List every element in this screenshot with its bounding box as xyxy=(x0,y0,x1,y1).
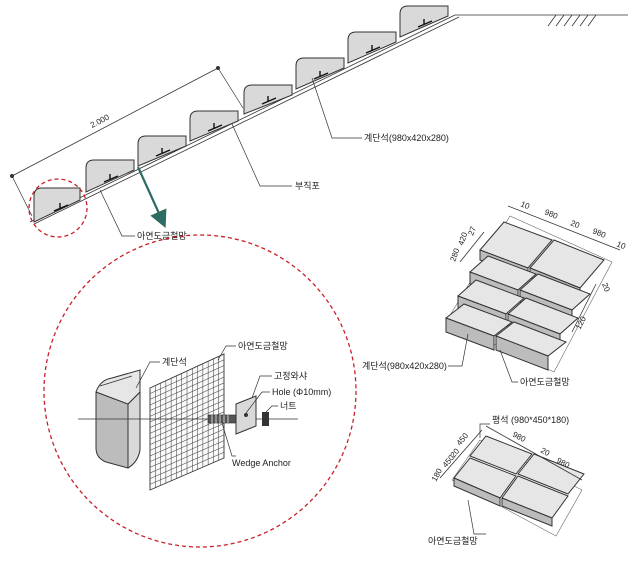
section-label-mesh: 아연도금철망 xyxy=(137,231,187,241)
length-dim-line xyxy=(11,67,219,177)
flat-dim-left-0: 180 xyxy=(430,466,444,482)
stair-dim-top-4: 10 xyxy=(615,240,627,252)
detail-label-hole: Hole (Φ10mm) xyxy=(272,387,331,397)
stair-block-1 xyxy=(33,187,81,223)
flat-dim-left-3: 450 xyxy=(455,431,471,447)
detail-callout-circle xyxy=(28,178,88,238)
stair-dim-right-0: 20 xyxy=(600,282,612,294)
stair-iso-row-4 xyxy=(444,303,568,371)
mesh-wire-horizontal xyxy=(149,359,225,394)
ground-hatch xyxy=(547,14,597,27)
mesh-wire-horizontal xyxy=(149,446,225,479)
flat-iso-top-dim xyxy=(485,425,583,481)
mesh-wire-horizontal xyxy=(149,382,225,417)
mesh-wire-horizontal xyxy=(149,394,225,428)
stair-dim-top-3: 980 xyxy=(591,227,607,241)
stair-iso-right-dim xyxy=(571,283,597,333)
detail-label-nut: 너트 xyxy=(280,401,297,411)
slope-line xyxy=(29,14,456,223)
flat-iso-blocks xyxy=(453,435,585,527)
stair-dim-top-0: 10 xyxy=(519,200,531,212)
mesh-wire-horizontal xyxy=(149,451,225,485)
section-label-block: 계단석(980x420x280) xyxy=(364,132,449,143)
mesh-wire-horizontal xyxy=(149,405,225,440)
detail-label-block: 계단석 xyxy=(162,356,187,367)
flat-iso-left-dim xyxy=(439,429,483,479)
stair-iso-label-mesh: 아연도금철망 xyxy=(520,377,570,387)
hole-marker xyxy=(244,413,248,417)
mesh-wire-horizontal xyxy=(149,440,225,474)
stair-dim-left-2: 27 xyxy=(466,225,478,237)
stair-iso-left-dim xyxy=(459,231,485,263)
stair-iso-top-dim xyxy=(507,205,621,251)
detail-label-mesh: 아연도금철망 xyxy=(238,341,288,351)
section-label-geotextile: 부직포 xyxy=(295,181,320,191)
mesh-wire-horizontal xyxy=(149,423,225,457)
flat-iso-mesh-base xyxy=(451,439,583,537)
detail-block-front xyxy=(127,390,141,469)
detail-label-anchor: Wedge Anchor xyxy=(232,458,291,468)
flat-dim-top-0: 980 xyxy=(511,430,527,444)
stair-iso-label-block: 계단석(980x420x280) xyxy=(362,360,447,371)
block-leader xyxy=(311,77,362,139)
flat-iso-label-mesh: 아연도금철망 xyxy=(428,536,478,546)
mesh-wire-horizontal xyxy=(149,388,225,423)
stair-dim-left-0: 280 xyxy=(448,247,461,263)
mesh-wire-horizontal xyxy=(149,365,225,400)
stair-dim-top-1: 980 xyxy=(543,208,559,222)
anchor-symbols xyxy=(53,19,433,212)
anchor-arrow xyxy=(136,166,167,229)
mesh-wire-horizontal xyxy=(149,371,225,406)
detail-block-side xyxy=(95,391,129,469)
detail-circle xyxy=(43,234,357,548)
nut xyxy=(262,412,269,426)
slope-line-offset xyxy=(33,16,460,225)
section-view: 2.000 아연도금철망 부직포 계단석(980x420x280) xyxy=(10,5,628,241)
detail-block-top xyxy=(95,369,141,405)
stair-dim-top-2: 20 xyxy=(569,219,581,231)
anchor-detail: 계단석 아연도금철망 고정와샤 Hole (Φ10mm) 너트 Wedge An… xyxy=(43,234,357,548)
mesh-wire-horizontal xyxy=(149,399,225,434)
detail-label-washer: 고정와샤 xyxy=(274,370,307,381)
stair-dim-left-1: 420 xyxy=(456,231,469,247)
length-dim-label: 2.000 xyxy=(89,112,111,129)
mesh-wire-horizontal xyxy=(149,434,225,468)
flat-isometric: 980 20 980 180 450 20 450 평석 (980*450*18… xyxy=(428,415,585,546)
flat-iso-label-block: 평석 (980*450*180) xyxy=(492,415,569,425)
detail-mesh xyxy=(149,353,225,491)
mesh-leader xyxy=(99,189,135,237)
stair-isometric: 10 980 20 980 10 280 420 27 20 120 계단석(9… xyxy=(362,200,627,387)
geotextile-leader xyxy=(231,123,292,187)
mesh-wire-horizontal xyxy=(149,376,225,411)
mesh-wire-horizontal xyxy=(149,428,225,462)
